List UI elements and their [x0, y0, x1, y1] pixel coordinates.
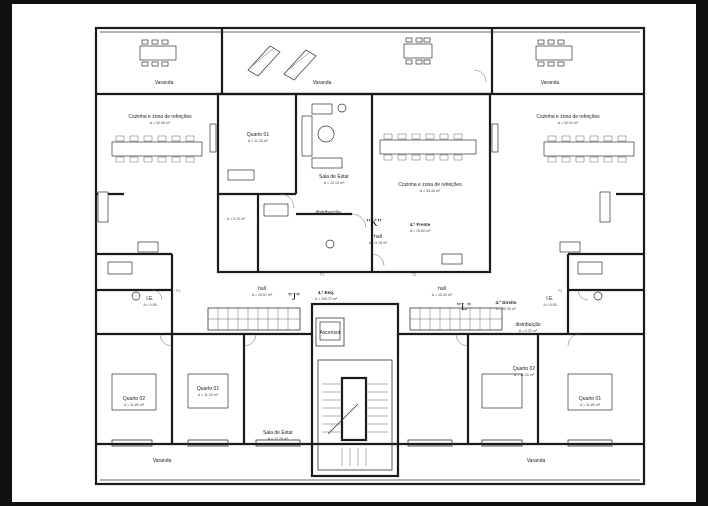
unit-l-label: "L": [457, 302, 471, 313]
area-k-sala: A = 12.13 m²: [324, 181, 345, 185]
label-l-distribuicao: distribuição: [515, 322, 541, 328]
stair-right: [409, 307, 503, 331]
area-l-ie: A = 6.05: [543, 303, 556, 307]
dining-table-center: [379, 133, 477, 161]
label-k-sala: Sala de Estar: [319, 174, 349, 180]
window-left: [209, 123, 217, 153]
label-l-ie: I.E.: [546, 296, 554, 302]
bed-l-quarto01: [567, 373, 613, 411]
room-labels: Cozinha e zona de refeições A = 32.58 m²…: [123, 114, 601, 464]
label-l-quarto02: Quarto 02: [513, 366, 535, 372]
label-varanda-bottom-right: Varanda: [527, 458, 546, 464]
area-l-hall: A = 15.33 m²: [432, 293, 453, 297]
tag-k: 4.º Frente: [410, 222, 431, 227]
sink-l: [559, 241, 581, 253]
toilet-j: [131, 291, 141, 301]
door-swings: [151, 69, 589, 347]
wardrobe-left: [97, 191, 109, 223]
tag-j-area: A = 109.72 m²: [315, 297, 338, 301]
sun-loungers: [247, 45, 317, 81]
area-k-ws: A = 3.70 m²: [227, 217, 246, 221]
label-varanda-bottom-left: Varanda: [153, 458, 172, 464]
dining-table-right: [543, 135, 635, 163]
area-j-sala: A = 12.28 m²: [268, 437, 289, 441]
label-j-ie: I.E.: [146, 296, 154, 302]
bottom-windows: [111, 439, 613, 447]
label-varanda-top-center: Varanda: [313, 80, 332, 86]
area-j-hall: A = 15.57 m²: [252, 293, 273, 297]
tag-k-area: A = 76.60 m²: [410, 229, 431, 233]
bathtub-l: [577, 261, 603, 275]
label-k-quarto01: Quarto 01: [247, 132, 269, 138]
area-k-quarto01: A = 11.20 m²: [248, 139, 269, 143]
label-j-quarto02: Quarto 02: [123, 396, 145, 402]
window-right: [491, 123, 499, 153]
fixtures: [97, 103, 635, 411]
tag-l: 4.º Direito: [496, 300, 517, 305]
label-varanda-top-left: Varanda: [155, 80, 174, 86]
outdoor-table-right: [535, 39, 573, 67]
tag-j: 4.º Esq.: [318, 290, 334, 295]
toilet-k: [325, 239, 335, 249]
label-j-sala: Sala de Estar: [263, 430, 293, 436]
door-mark-d: T1: [558, 289, 562, 293]
area-l-distribuicao: A = 2.22 m²: [519, 329, 538, 333]
label-j-hall: hall: [258, 286, 266, 292]
bathtub-k2: [263, 203, 289, 217]
area-j-ie: A = 4.06: [143, 303, 156, 307]
door-mark-c: T1: [176, 289, 180, 293]
label-cozinha-left: Cozinha e zona de refeições: [128, 114, 192, 120]
area-l-quarto02: A = 11.20 m²: [514, 373, 535, 377]
unit-k-label: "K": [366, 218, 381, 229]
wardrobe-right: [599, 191, 611, 223]
tag-l-area: A = 99.30 m²: [496, 307, 517, 311]
door-mark-b: T2: [412, 273, 416, 277]
bed-j-quarto01: [187, 373, 229, 409]
area-j-quarto02: A = 11.80 m²: [124, 403, 145, 407]
label-k-hall: hall: [374, 234, 382, 240]
bed-l-quarto02: [481, 373, 523, 409]
building-outline: [94, 26, 646, 486]
area-j-quarto01: A = 11.20 m²: [198, 393, 219, 397]
stairs: [207, 307, 503, 466]
label-k-distribuicao: distribuição: [315, 210, 341, 216]
floor-plan-sheet: Varanda Varanda Varanda: [12, 4, 696, 502]
door-mark-a: T1: [320, 273, 324, 277]
area-k-cozinha: A = 33.44 m²: [420, 189, 441, 193]
area-cozinha-left: A = 32.58 m²: [150, 121, 171, 125]
sink-j: [137, 241, 159, 253]
sink-k: [441, 253, 463, 265]
label-varanda-top-right: Varanda: [541, 80, 560, 86]
area-k-hall: A = 5.78 m²: [369, 241, 388, 245]
label-k-cozinha: Cozinha e zona de refeições: [398, 182, 462, 188]
toilet-l: [593, 291, 603, 301]
stair-core: [322, 383, 388, 466]
sofa-set: [301, 103, 347, 169]
outdoor-table-center: [403, 37, 433, 65]
area-cozinha-right: A = 32.91 m²: [558, 121, 579, 125]
stair-left: [207, 307, 301, 331]
floor-plan-drawing: Varanda Varanda Varanda: [94, 26, 646, 486]
label-j-quarto01: Quarto 01: [197, 386, 219, 392]
label-cozinha-right: Cozinha e zona de refeições: [536, 114, 600, 120]
label-elevator: Ascensor: [320, 330, 341, 336]
bathtub-k: [227, 169, 255, 181]
outdoor-table-left: [139, 39, 177, 67]
bathtub-j: [107, 261, 133, 275]
balcony-furniture: Varanda Varanda Varanda: [139, 37, 573, 86]
label-l-hall: hall: [438, 286, 446, 292]
bed-j-quarto02: [111, 373, 157, 411]
interior-walls: [96, 92, 644, 478]
area-l-quarto01: A = 11.80 m²: [580, 403, 601, 407]
dining-table-left: [111, 135, 203, 163]
label-l-quarto01: Quarto 01: [579, 396, 601, 402]
elevator-car: [319, 321, 341, 341]
unit-j-label: "J": [288, 292, 300, 303]
